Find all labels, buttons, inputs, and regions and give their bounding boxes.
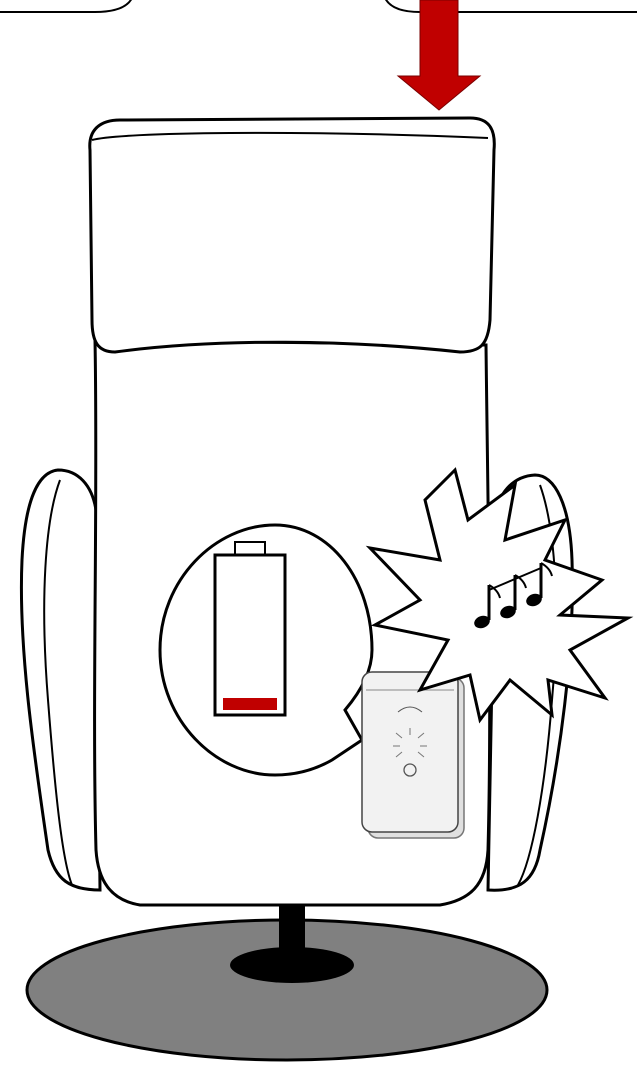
battery-low-icon: [215, 542, 285, 715]
battery-body: [215, 555, 285, 715]
sensor-unit-body: [362, 672, 458, 832]
wireless-sensor-unit: [362, 672, 464, 838]
chair-headrest: [90, 118, 495, 352]
top-left-callout-box: [0, 0, 132, 12]
battery-low-level: [223, 698, 277, 710]
down-arrow-icon: [398, 0, 480, 110]
